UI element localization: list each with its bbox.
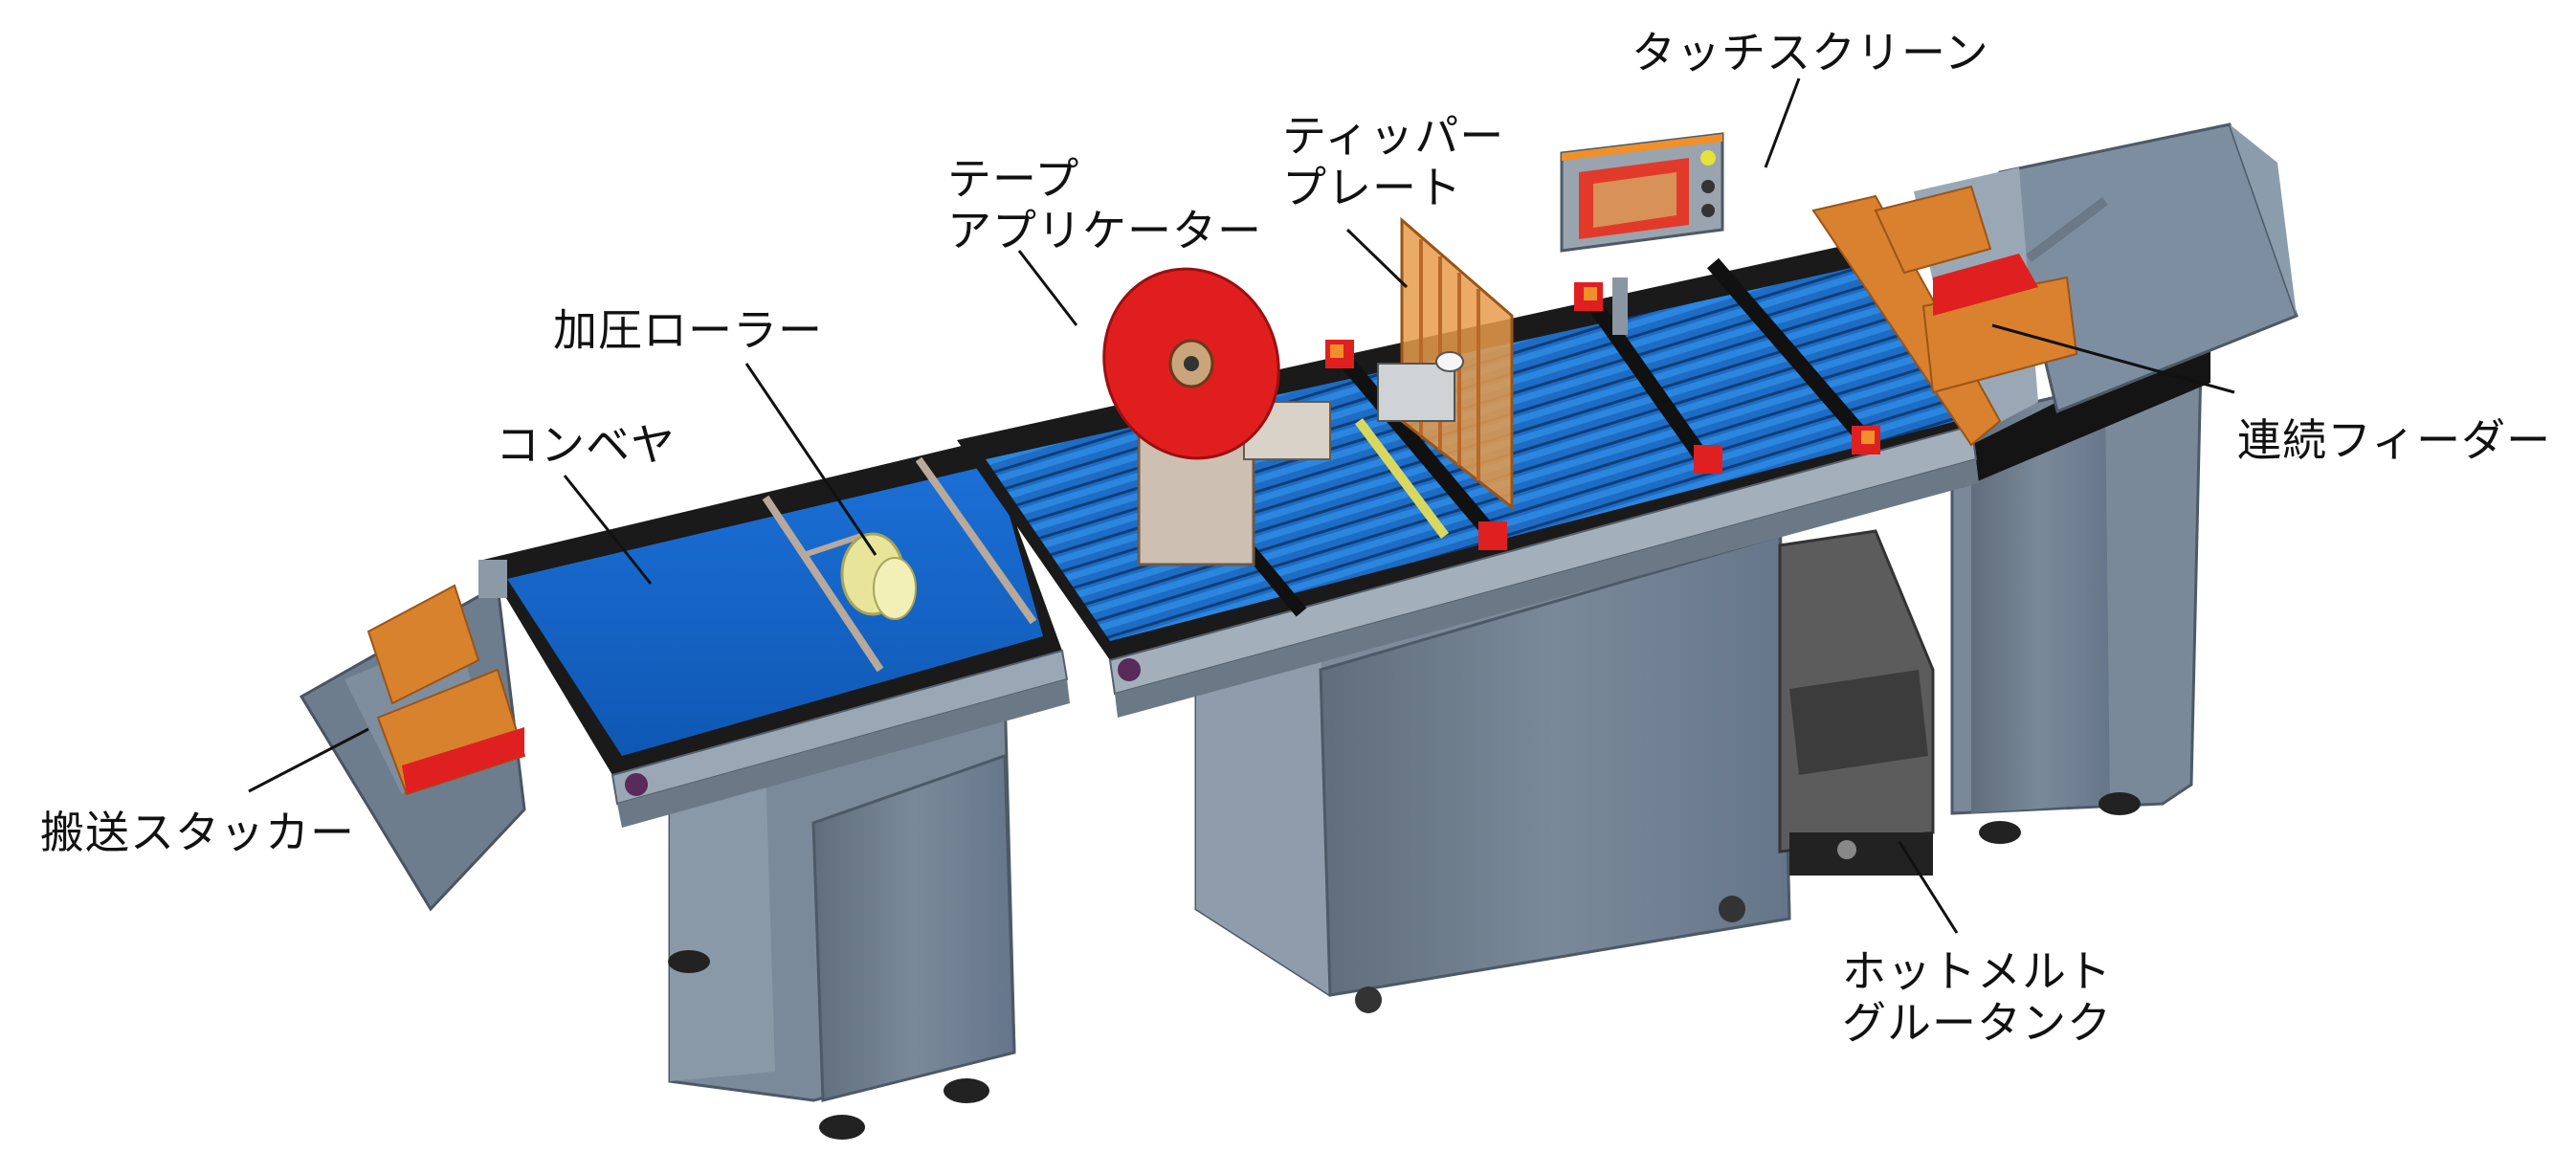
right-cabinet (1950, 325, 2210, 844)
conveyor (478, 440, 1070, 828)
continuous-feeder (1811, 122, 2298, 447)
leader-delivery-stacker (248, 727, 369, 793)
delivery-stacker (299, 583, 526, 912)
hot-melt-glue-tank (1778, 529, 1935, 876)
label-tape-applicator: テープ アプリケーター (947, 153, 1262, 256)
tape-applicator (1102, 267, 1331, 566)
leader-conveyor (563, 475, 653, 585)
leader-lines (248, 78, 2235, 934)
pressure-roller (762, 456, 1037, 673)
label-touch-screen: タッチスクリーン (1632, 27, 1989, 78)
leader-tape-applicator (1017, 250, 1078, 326)
label-tipper-plate: ティッパー プレート (1282, 110, 1505, 213)
leader-pressure-roller (744, 363, 877, 556)
label-conveyor: コンベヤ (496, 419, 676, 471)
label-hot-melt-glue-tank: ホットメルト グルータンク (1842, 945, 2112, 1049)
leader-touch-screen (1764, 78, 1801, 168)
tipper-plate (1377, 216, 1514, 511)
label-continuous-feeder: 連続フィーダー (2237, 414, 2552, 466)
leader-tipper-plate (1345, 228, 1409, 289)
label-pressure-roller: 加圧ローラー (553, 304, 823, 356)
leader-hot-melt (1898, 841, 1959, 934)
label-delivery-stacker: 搬送スタッカー (40, 807, 355, 858)
leader-continuous-feeder (1991, 323, 2235, 394)
touch-screen (1560, 132, 1724, 335)
